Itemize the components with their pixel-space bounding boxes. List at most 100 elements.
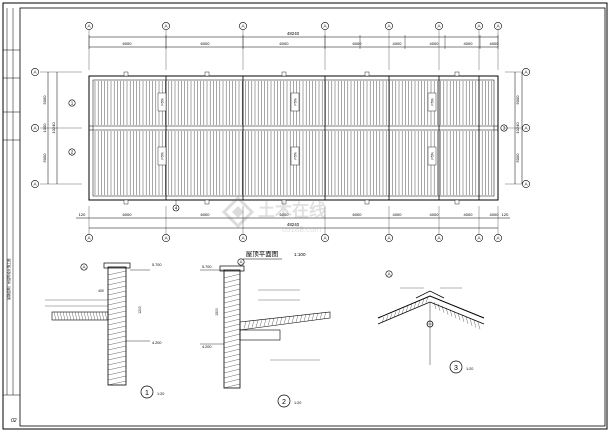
grid-bubble-label: A (437, 236, 441, 241)
ridge-bottom (377, 301, 485, 325)
dim-left: 5000 (42, 153, 47, 163)
hatch-line (77, 311, 81, 321)
hatch-line (107, 320, 127, 326)
grid-bubble: A (435, 22, 443, 30)
hatch-line (247, 320, 251, 329)
title-strip: 某钢结构厂房结构设计施工图 02 (3, 8, 20, 424)
hatch-line (223, 323, 241, 329)
hatch-line (107, 275, 127, 281)
detail-number: 2 (282, 399, 286, 406)
hatch-line (413, 302, 417, 309)
downpipe (364, 71, 370, 77)
hatch-line (381, 316, 385, 324)
hatch-line (223, 333, 241, 339)
grid-bubble-label: 1 (71, 101, 74, 106)
grid-bubble: 2 (68, 148, 76, 156)
grid-bubble-label: A (33, 126, 37, 131)
detail-number-circle (140, 385, 154, 399)
hatch-line (107, 330, 127, 336)
detail-number: 3 (454, 365, 458, 372)
hatch-line (389, 313, 393, 320)
hatch-line (62, 311, 66, 321)
dim-bay-bottom: 4000 (490, 212, 500, 217)
ridge-cap (415, 290, 445, 299)
grid-bubble-label: 3 (503, 126, 506, 131)
elev-top-1: 5.700 (152, 263, 162, 267)
grid-bubble: A (385, 22, 393, 30)
hatch-line (223, 288, 241, 294)
hatch-line (107, 315, 127, 321)
hatch-line (223, 298, 241, 304)
downpipe (281, 71, 287, 77)
downpipe (123, 199, 129, 205)
dim-bay-bottom: 6000 (353, 212, 363, 217)
grid-bubble-label: A (524, 70, 528, 75)
ridge-top (377, 295, 485, 319)
wall-section (223, 269, 241, 389)
grid-bubble-circle (68, 148, 76, 156)
hatch-line (107, 370, 127, 376)
hatch-line (223, 373, 241, 379)
grid-bubble: 1 (68, 99, 76, 107)
grid-bubble: A (31, 180, 39, 188)
grid-bubble-circle (435, 234, 443, 242)
hatch-line (107, 295, 127, 301)
hatch-line (223, 278, 241, 284)
slope-arrow-box (157, 146, 167, 166)
downpipe (454, 199, 460, 205)
downpipe (204, 199, 210, 205)
dim-right: 5000 (515, 153, 520, 163)
hatch-line (107, 345, 127, 351)
hatch-line (107, 375, 127, 381)
hatch-line (74, 311, 78, 321)
grid-bubble-circle (239, 234, 247, 242)
grid-bubble: A (239, 22, 247, 30)
slope-arrow-box (427, 92, 437, 112)
downpipe (281, 199, 287, 205)
hatch-line (385, 315, 389, 322)
grid-bubble-label: A (87, 236, 91, 241)
hatch-line (92, 311, 96, 321)
dim-bay-bottom: 6000 (123, 212, 133, 217)
dim-left-overall: 10240 (51, 122, 56, 134)
hatch-line (59, 311, 63, 321)
hatch-line (319, 312, 323, 320)
page-code: 02 (11, 418, 17, 424)
hatch-line (86, 311, 90, 321)
hatch-line (107, 270, 127, 276)
grid-bubble-circle (385, 234, 393, 242)
dim-right-overall: 10240 (515, 122, 520, 134)
hatch-line (259, 319, 263, 327)
title-block-text: 某钢结构厂房结构设计施工图 (6, 259, 11, 300)
dim-bay-bottom: 4000 (393, 212, 403, 217)
hatch-line (98, 311, 102, 321)
wall-section (107, 266, 127, 386)
watermark-sub: co188.com (282, 225, 321, 234)
hatch-line (299, 314, 303, 322)
dim-bay-bottom: 4000 (430, 212, 440, 217)
detail-number-circle (277, 394, 291, 408)
hatch-line (223, 348, 241, 354)
grid-bubble-label: A (496, 24, 500, 29)
grid-bubble-label: A (387, 24, 391, 29)
grid-bubble-label: A (164, 236, 168, 241)
hatch-line (433, 301, 437, 310)
grid-bubble: A (494, 234, 502, 242)
downpipe (364, 199, 370, 205)
dim-left: 1000 (42, 123, 47, 133)
grid-bubble-label: A (496, 236, 500, 241)
dim-bay-top: 6000 (280, 41, 290, 46)
dim-overall-top: 48240 (287, 31, 300, 36)
grid-bubble: A (475, 22, 483, 30)
dim-end-right: 120 (502, 212, 509, 217)
grid-bubble-label: A (387, 236, 391, 241)
grid-bubble-circle (321, 22, 329, 30)
hatch-line (295, 315, 299, 323)
grid-bubble-label: A (477, 24, 481, 29)
grid-bubble-circle (522, 68, 530, 76)
grid-bubble-circle (85, 234, 93, 242)
